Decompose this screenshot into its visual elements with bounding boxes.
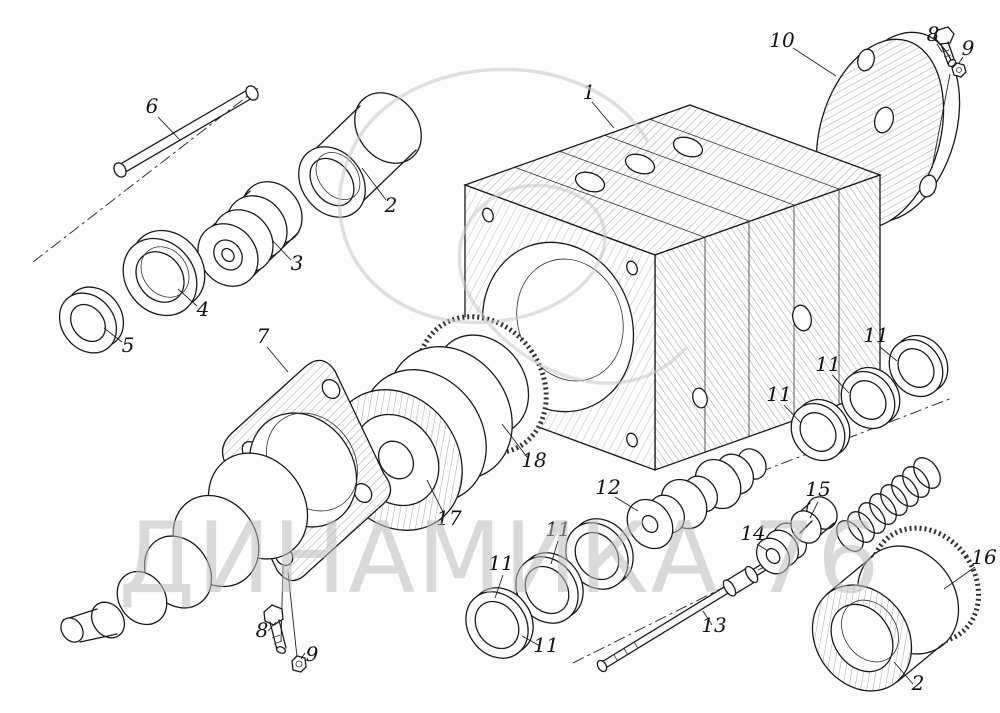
body-side-port (792, 304, 812, 332)
body-corner-hole (482, 207, 494, 223)
part-label-13: 13 (701, 613, 726, 637)
part-label-2-bottom: 2 (911, 671, 925, 695)
part-label-11-e: 11 (815, 352, 840, 376)
watermark-text: ДИНАМИКА 76 (119, 502, 882, 616)
body-corner-hole (626, 432, 638, 448)
pin-rod (113, 85, 259, 178)
large-bushing (811, 525, 981, 692)
flange-bolt-hole (321, 378, 341, 400)
slotted-cap (790, 496, 838, 544)
flange-bolt-hole (353, 482, 373, 504)
part-label-9-top: 9 (962, 36, 975, 60)
part-label-4: 4 (196, 297, 210, 321)
flange-hole (919, 174, 937, 198)
disc-stack (329, 314, 549, 531)
body-top-port (574, 171, 606, 193)
o-ring-group-left (465, 518, 634, 659)
body-top-port (624, 153, 656, 175)
part-label-18: 18 (521, 448, 546, 472)
part-label-11-b: 11 (545, 517, 570, 541)
flange-center-hole (873, 106, 895, 134)
watermark-swirl (338, 67, 688, 385)
ring-large (122, 229, 206, 317)
part-label-12: 12 (595, 475, 620, 499)
body-top-port (672, 136, 704, 158)
part-label-9-bottom: 9 (306, 642, 319, 666)
o-ring-group-right (790, 334, 949, 462)
nut-top (931, 62, 967, 169)
ribbed-plug (755, 522, 808, 575)
sleeve-bushing-top (298, 92, 422, 218)
part-label-6: 6 (146, 94, 159, 118)
ribbed-bushing (197, 181, 303, 287)
part-label-14: 14 (740, 521, 765, 545)
part-label-11-f: 11 (863, 323, 888, 347)
part-label-8-bottom: 8 (256, 618, 269, 642)
flange-hole (857, 48, 875, 72)
part-labels: 6 2 3 4 5 1 10 8 9 7 18 17 8 9 11 11 11 … (122, 22, 997, 695)
part-label-11-d: 11 (766, 382, 791, 406)
part-label-5: 5 (122, 333, 135, 357)
bolt-top (933, 26, 957, 68)
leader-lines (103, 43, 976, 685)
bolt-bottom (263, 565, 298, 658)
part-label-10: 10 (769, 28, 795, 52)
washer-stack (626, 448, 767, 550)
part-label-16: 16 (971, 545, 997, 569)
part-label-15: 15 (805, 477, 830, 501)
flanged-housing (60, 359, 392, 643)
body-side-port (692, 387, 708, 409)
part-label-11-c: 11 (533, 633, 558, 657)
part-label-3: 3 (291, 251, 304, 275)
part-label-2-top: 2 (384, 193, 398, 217)
part-label-11-a: 11 (488, 551, 513, 575)
body-corner-hole (626, 260, 638, 276)
part-label-17: 17 (436, 506, 462, 530)
nut-bottom (291, 655, 307, 673)
part-label-8-top: 8 (927, 22, 940, 46)
coil-spring (836, 457, 941, 552)
watermark: ДИНАМИКА 76 (119, 67, 882, 616)
part-label-7: 7 (257, 324, 270, 348)
